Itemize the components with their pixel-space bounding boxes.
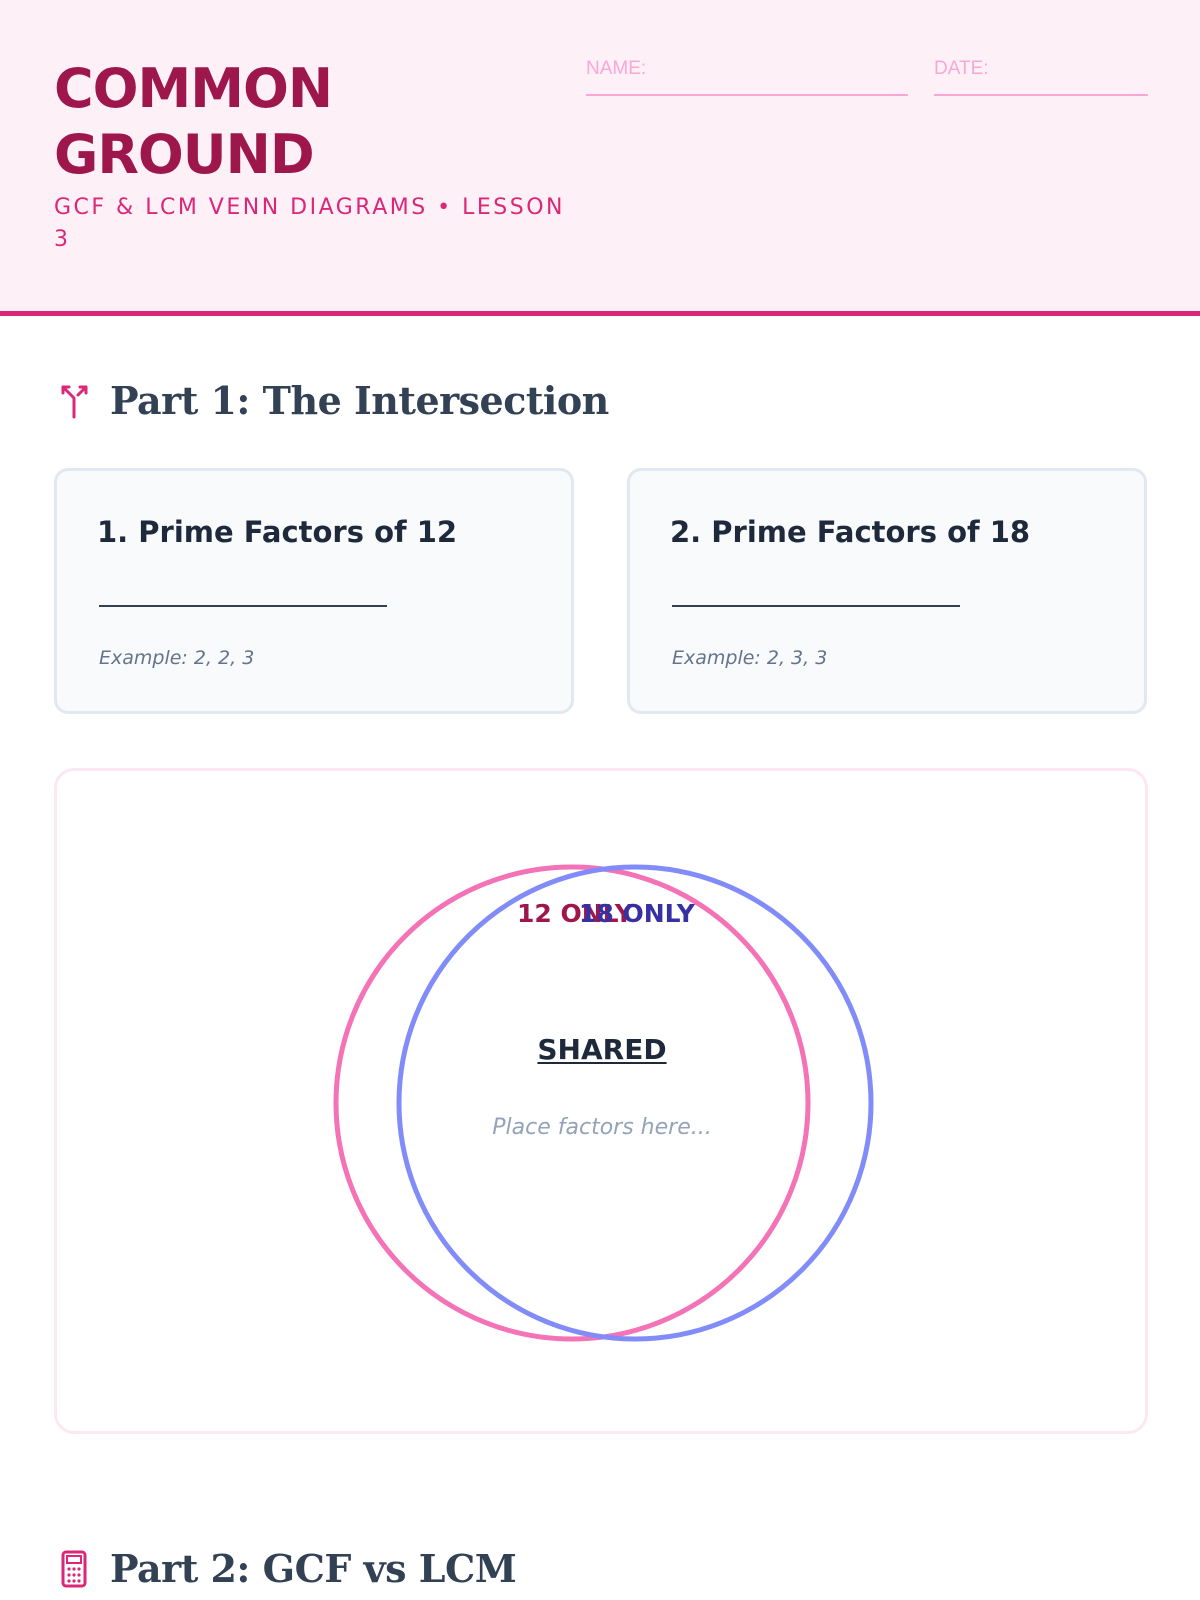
title-line-1: COMMON: [54, 57, 333, 120]
venn-circle-12: [333, 864, 811, 1342]
part1-title: Part 1: The Intersection: [110, 378, 609, 423]
worksheet-header: COMMON GROUND GCF & LCM VENN DIAGRAMS • …: [0, 0, 1200, 316]
date-field[interactable]: DATE:: [934, 58, 1148, 96]
name-field-label: NAME:: [586, 58, 647, 79]
worksheet-subtitle: GCF & LCM VENN DIAGRAMS • LESSON 3: [54, 195, 566, 252]
part1-heading: Part 1: The Intersection: [54, 378, 609, 423]
title-line-2: GROUND: [54, 123, 315, 186]
venn-diagram-panel: 12 ONLY 18 ONLY SHARED Place factors her…: [54, 768, 1148, 1434]
venn-circle-18: [396, 864, 874, 1342]
venn-label-12-only: 12 ONLY: [517, 899, 633, 928]
card-title: 1. Prime Factors of 12: [97, 515, 458, 549]
card-example: Example: 2, 2, 3: [99, 647, 255, 669]
prime-factors-12-card: 1. Prime Factors of 12 Example: 2, 2, 3: [54, 468, 574, 714]
venn-diagram: [333, 864, 874, 1342]
answer-blank[interactable]: [672, 605, 960, 607]
calculator-icon: [54, 1549, 94, 1589]
answer-blank[interactable]: [99, 605, 387, 607]
venn-label-shared: SHARED: [537, 1033, 667, 1066]
venn-placeholder[interactable]: Place factors here...: [492, 1115, 712, 1140]
part2-title: Part 2: GCF vs LCM: [110, 1546, 517, 1591]
card-title: 2. Prime Factors of 18: [670, 515, 1031, 549]
card-example: Example: 2, 3, 3: [672, 647, 828, 669]
prime-factors-18-card: 2. Prime Factors of 18 Example: 2, 3, 3: [627, 468, 1147, 714]
name-field[interactable]: NAME:: [586, 58, 908, 96]
date-field-label: DATE:: [934, 58, 989, 79]
worksheet-title: COMMON GROUND: [54, 56, 333, 188]
split-arrows-icon: [54, 381, 94, 421]
part2-heading: Part 2: GCF vs LCM: [54, 1546, 517, 1591]
venn-label-18-only: 18 ONLY: [579, 899, 695, 928]
